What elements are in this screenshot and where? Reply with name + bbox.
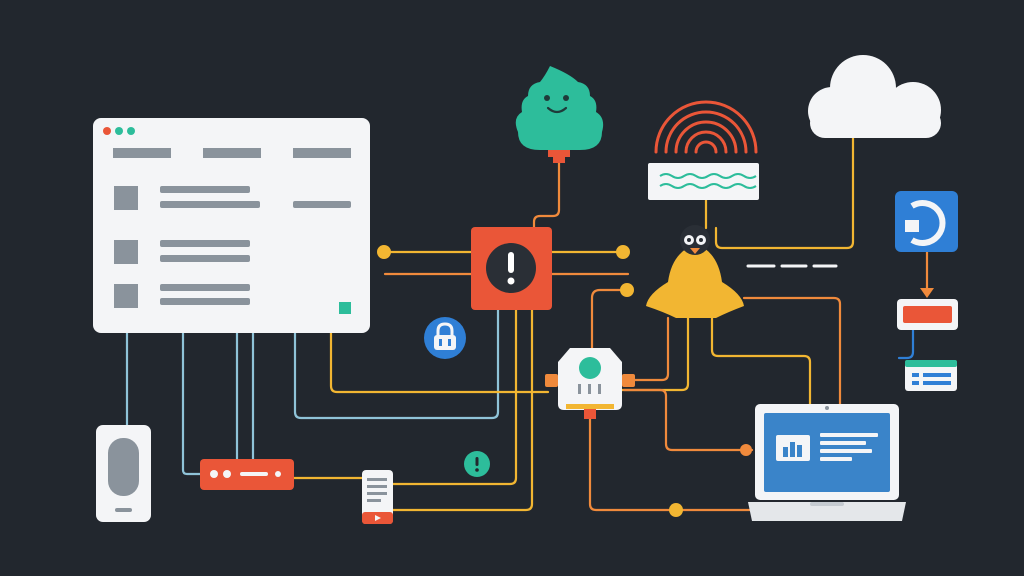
- window-minimize-dot[interactable]: [115, 127, 123, 135]
- row-thumbnail: [114, 240, 138, 264]
- connection-line: [293, 308, 500, 420]
- connection-line: [620, 316, 670, 382]
- connection-line: [588, 416, 754, 512]
- connection-line: [532, 161, 561, 229]
- row-thumbnail: [114, 186, 138, 210]
- wifi-signal-icon: [654, 100, 758, 154]
- header-bar: [293, 148, 351, 158]
- row-line: [293, 201, 351, 208]
- row-line: [160, 284, 250, 291]
- connection-lines: [125, 136, 929, 512]
- connection-line: [590, 288, 628, 364]
- mobile-phone-icon[interactable]: [96, 425, 151, 522]
- smartphone-icon[interactable]: [362, 470, 393, 524]
- laptop-icon[interactable]: [748, 404, 906, 521]
- row-line: [160, 240, 250, 247]
- status-square: [339, 302, 351, 314]
- iot-device-icon[interactable]: [545, 348, 635, 419]
- connection-line: [329, 331, 550, 394]
- connector-dot: [377, 245, 391, 259]
- row-line: [160, 298, 250, 305]
- connection-line: [390, 308, 534, 512]
- penguin-icon[interactable]: [646, 225, 744, 318]
- connection-line: [620, 316, 690, 392]
- header-bar: [203, 148, 261, 158]
- alert-hub[interactable]: [471, 227, 552, 310]
- connection-line: [897, 328, 915, 360]
- connection-line: [710, 316, 812, 406]
- connector-dot: [669, 503, 683, 517]
- connection-line: [742, 296, 842, 406]
- connector-dot: [740, 444, 752, 456]
- tree-mascot-icon[interactable]: [515, 66, 604, 163]
- blue-app-icon[interactable]: [895, 191, 958, 252]
- red-panel-icon[interactable]: [897, 299, 958, 330]
- info-icon[interactable]: [464, 451, 490, 477]
- row-line: [160, 201, 260, 208]
- dashboard-window[interactable]: [93, 118, 370, 333]
- signal-waves: [659, 173, 757, 189]
- connector-dot: [616, 245, 630, 259]
- connector-dots: [377, 245, 934, 517]
- connection-line: [390, 308, 518, 486]
- wireless-router[interactable]: [648, 100, 759, 200]
- row-line: [160, 186, 250, 193]
- cloud-icon[interactable]: [808, 55, 941, 138]
- row-line: [160, 255, 250, 262]
- row-thumbnail: [114, 284, 138, 308]
- connector-dot: [620, 283, 634, 297]
- arrow-head: [920, 288, 934, 298]
- data-card-icon[interactable]: [905, 360, 957, 391]
- window-maximize-dot[interactable]: [127, 127, 135, 135]
- window-close-dot[interactable]: [103, 127, 111, 135]
- connection-line: [181, 331, 203, 476]
- header-bar: [113, 148, 171, 158]
- connection-line: [622, 388, 754, 452]
- connection-line: [714, 136, 855, 250]
- network-switch-icon[interactable]: [200, 459, 294, 490]
- padlock-icon[interactable]: [424, 317, 466, 359]
